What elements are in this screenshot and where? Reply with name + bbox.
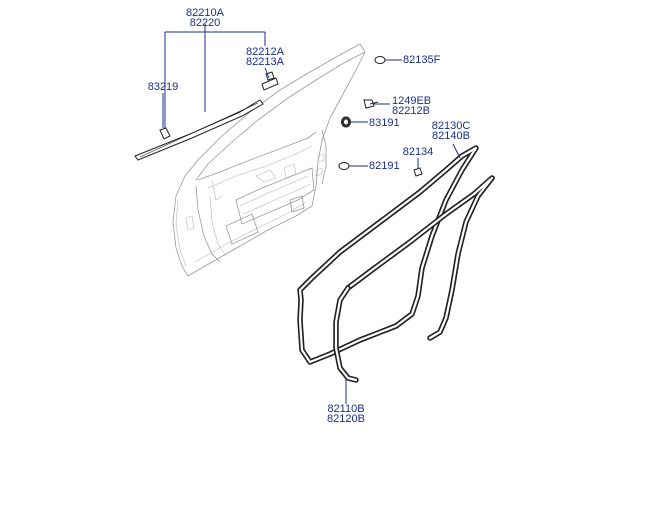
label-82212b: 82212B: [392, 105, 430, 117]
fasteners: [338, 56, 423, 177]
label-82220: 82220: [189, 17, 221, 29]
label-83219: 83219: [147, 81, 179, 93]
label-82134: 82134: [402, 146, 434, 158]
label-1249eb: 1249EB: [392, 95, 432, 107]
label-83191: 83191: [369, 117, 400, 129]
label-82120b: 82120B: [327, 413, 365, 425]
label-82213a: 82213A: [246, 56, 284, 68]
leader-lines: [162, 24, 461, 404]
label-82135f: 82135F: [403, 54, 441, 66]
label-82191: 82191: [369, 160, 400, 172]
label-82210a: 82210A: [186, 7, 224, 19]
door-frame-weatherstrip: [297, 145, 479, 365]
label-82130c: 82130C: [431, 120, 471, 132]
label-82140b: 82140B: [432, 130, 470, 142]
label-82110b: 82110B: [327, 403, 365, 415]
belt-moulding-strips: [134, 71, 279, 161]
front-door-outline: [172, 43, 366, 277]
label-82212a: 82212A: [246, 46, 284, 58]
body-side-weatherstrip: [333, 175, 495, 383]
